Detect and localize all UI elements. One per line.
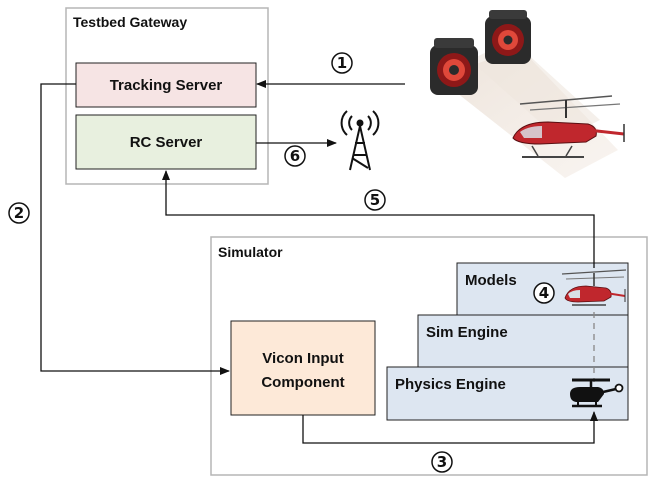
testbed-gateway-group: Testbed Gateway Tracking Server RC Serve… — [65, 7, 269, 185]
vicon-input-label-line1: Vicon Input — [262, 350, 343, 367]
arrow-models-to-rc — [162, 170, 595, 268]
models-label: Models — [465, 272, 517, 289]
radio-antenna-icon — [340, 110, 380, 171]
svg-text:3: 3 — [437, 453, 447, 471]
step-6-badge: 6 — [284, 145, 306, 167]
helicopter-photo-icon — [512, 95, 625, 158]
vicon-camera-icon — [430, 38, 478, 95]
helicopter-outline-icon — [570, 378, 624, 408]
step-5-badge: 5 — [364, 189, 386, 211]
svg-text:5: 5 — [370, 191, 380, 209]
testbed-gateway-title: Testbed Gateway — [73, 14, 187, 30]
arrow-vicon-to-physics — [302, 411, 598, 444]
step-1-badge: 1 — [331, 52, 353, 74]
vicon-input-component-box — [230, 320, 376, 416]
sim-engine-box — [417, 314, 629, 368]
step-4-badge: 4 — [533, 282, 555, 304]
sim-engine-label: Sim Engine — [426, 324, 508, 341]
svg-text:1: 1 — [337, 54, 347, 72]
svg-text:6: 6 — [290, 147, 300, 165]
step-3-badge: 3 — [431, 451, 453, 473]
tracking-server-label: Tracking Server — [110, 77, 223, 94]
svg-text:4: 4 — [539, 284, 549, 302]
svg-text:2: 2 — [14, 204, 24, 222]
physics-engine-label: Physics Engine — [395, 376, 506, 393]
tracking-server-box — [75, 62, 257, 108]
rc-server-label: RC Server — [130, 134, 203, 151]
vicon-camera-icon — [485, 10, 531, 64]
vicon-input-label-line2: Component — [261, 374, 344, 391]
connectors — [40, 80, 598, 444]
step-2-badge: 2 — [8, 202, 30, 224]
rc-server-box — [75, 114, 257, 170]
simulator-title: Simulator — [218, 244, 283, 260]
vicon-camera-setup — [430, 10, 625, 178]
helicopter-model-icon — [561, 269, 627, 306]
step-badges: 1 2 3 4 5 6 — [8, 52, 555, 473]
arrow-tracking-to-vicon — [40, 83, 230, 375]
